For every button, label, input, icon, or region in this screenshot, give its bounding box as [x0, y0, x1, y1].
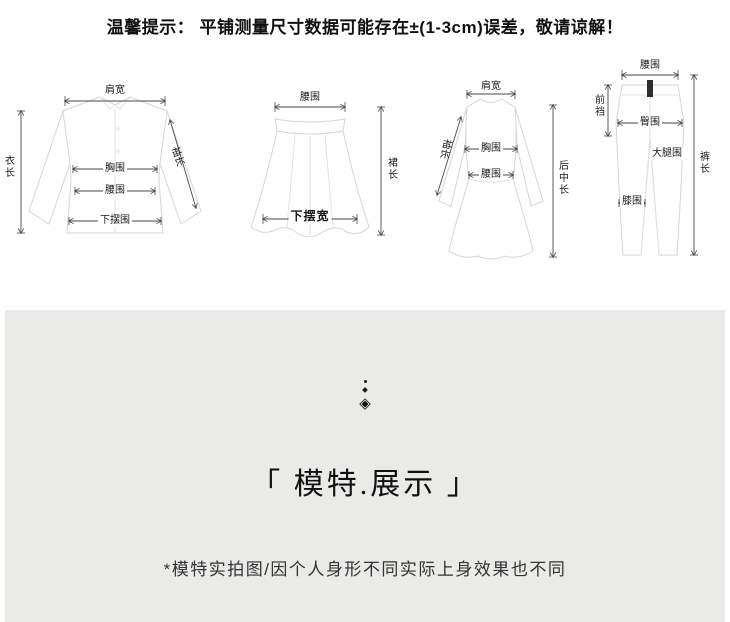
dress-shoulder-label: 肩宽 [481, 81, 501, 92]
skirt-line-art [250, 102, 385, 238]
skirt-hem-width-label: 下摆宽 [288, 209, 332, 224]
model-display-section: ◈ 「 模特.展示 」 *模特实拍图/因个人身形不同实际上身效果也不同 [5, 310, 725, 622]
dress-bust-label: 胸围 [479, 143, 503, 155]
shirt-diagram: 肩宽 衣长 袖长 胸围 腰围 下摆围 [3, 85, 215, 270]
pants-line-art [604, 70, 698, 257]
pants-length-label: 裤长 [697, 151, 709, 175]
ornament-diamond-icon: ◈ [359, 395, 371, 412]
pants-thigh-label: 大腿围 [650, 148, 684, 160]
dress-back-length-label: 后中长 [556, 160, 568, 196]
dress-diagram: 肩宽 袖长 胸围 腰围 后中长 [423, 81, 568, 270]
pants-fly-mark [647, 80, 653, 97]
skirt-waist-label: 腰围 [300, 92, 320, 103]
size-chart-section: 温馨提示： 平铺测量尺寸数据可能存在±(1-3cm)误差，敬请谅解！ [0, 0, 730, 310]
shirt-shoulder-label: 肩宽 [105, 85, 125, 96]
shirt-length-label: 衣长 [2, 155, 14, 179]
ornament-dot [363, 380, 367, 383]
skirt-diagram: 腰围 裙长 下摆宽 [235, 92, 397, 250]
shirt-bust-label: 胸围 [103, 163, 127, 175]
ornament: ◈ [5, 310, 725, 411]
shirt-hem-label: 下摆围 [98, 215, 132, 227]
pants-hip-label: 臀围 [638, 117, 662, 129]
pants-waist-label: 腰围 [640, 60, 660, 71]
model-section-title: 「 模特.展示 」 [250, 468, 480, 501]
pants-diagram: 腰围 前裆 臀围 大腿围 膝围 裤长 [592, 60, 709, 265]
shirt-line-art [17, 96, 202, 235]
measurement-notice: 温馨提示： 平铺测量尺寸数据可能存在±(1-3cm)误差，敬请谅解！ [106, 18, 624, 37]
skirt-length-label: 裙长 [385, 157, 397, 181]
pants-front-rise-label: 前裆 [592, 94, 604, 118]
dress-waist-label: 腰围 [479, 169, 503, 181]
ornament-dot [362, 387, 368, 393]
pants-knee-label: 膝围 [620, 196, 644, 208]
model-section-footnote: *模特实拍图/因个人身形不同实际上身效果也不同 [163, 560, 567, 579]
shirt-waist-label: 腰围 [103, 185, 127, 197]
